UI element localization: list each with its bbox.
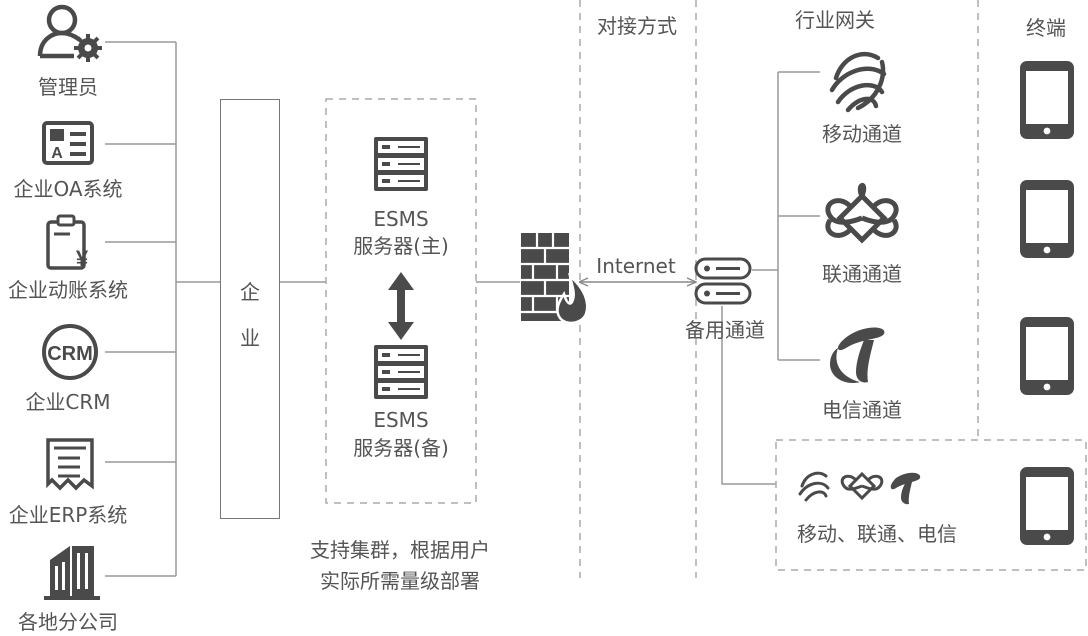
source-label-erp: 企业ERP系统 <box>8 503 128 527</box>
column-dividers <box>579 0 979 578</box>
gateway-label-unicom: 联通通道 <box>822 262 902 286</box>
svg-text:¥: ¥ <box>76 246 89 271</box>
server-backup-name: ESMS <box>373 408 429 432</box>
enterprise-char-1: 企 <box>240 280 260 304</box>
china-telecom-logo-icon <box>830 327 885 384</box>
admin-user-gear-icon <box>37 4 102 62</box>
branch-building-icon <box>44 546 100 600</box>
column-header-terminal: 终端 <box>1026 16 1066 40</box>
server-primary-icon <box>374 137 428 191</box>
small-china-mobile-logo-icon <box>798 471 830 502</box>
oa-id-card-icon: A <box>42 121 94 165</box>
phone-icon-1 <box>1020 61 1074 139</box>
server-primary-role: 服务器(主) <box>353 234 449 258</box>
server-backup-icon <box>374 345 428 399</box>
cluster-note-line-1: 支持集群，根据用户 <box>310 538 490 562</box>
small-china-telecom-logo-icon <box>890 472 921 505</box>
server-primary-name: ESMS <box>373 207 429 231</box>
phone-icon-2 <box>1020 180 1074 258</box>
source-label-admin: 管理员 <box>38 75 98 99</box>
china-mobile-logo-icon <box>829 51 887 113</box>
crm-badge-icon: CRM <box>42 324 98 380</box>
firewall-icon <box>521 233 589 325</box>
combined-gateway-label: 移动、联通、电信 <box>797 522 957 546</box>
svg-text:A: A <box>51 145 63 162</box>
backup-channel-switch-icon <box>694 257 752 305</box>
column-header-gateway: 行业网关 <box>795 8 875 32</box>
source-label-oa: 企业OA系统 <box>13 177 123 201</box>
phone-icon-4 <box>1020 467 1074 545</box>
gateway-label-mobile: 移动通道 <box>822 122 902 146</box>
phone-icon-3 <box>1020 317 1074 395</box>
column-header-access: 对接方式 <box>597 14 677 38</box>
erp-receipt-icon <box>46 438 94 491</box>
terminal-phones <box>1020 61 1074 545</box>
server-cluster-box <box>325 98 477 504</box>
source-connectors <box>105 41 520 577</box>
cluster-note-line-2: 实际所需量级部署 <box>320 569 480 593</box>
internet-label: Internet <box>596 254 676 278</box>
svg-text:CRM: CRM <box>47 343 93 365</box>
enterprise-char-2: 业 <box>240 326 260 350</box>
source-label-billing: 企业动账系统 <box>8 278 128 302</box>
china-unicom-logo-icon <box>825 183 899 244</box>
gateway-label-telecom: 电信通道 <box>822 398 902 422</box>
source-label-crm: 企业CRM <box>25 390 111 414</box>
small-china-unicom-logo-icon <box>840 471 884 501</box>
source-label-branch: 各地分公司 <box>18 610 118 634</box>
connector-backup-to-combined <box>721 306 776 485</box>
backup-channel-label: 备用通道 <box>685 318 765 342</box>
server-backup-role: 服务器(备) <box>353 436 449 460</box>
gateway-connectors <box>721 71 820 485</box>
failover-double-arrow-icon <box>388 272 414 340</box>
billing-clipboard-yen-icon: ¥ <box>46 214 89 271</box>
enterprise-box: 企 业 <box>220 99 280 519</box>
